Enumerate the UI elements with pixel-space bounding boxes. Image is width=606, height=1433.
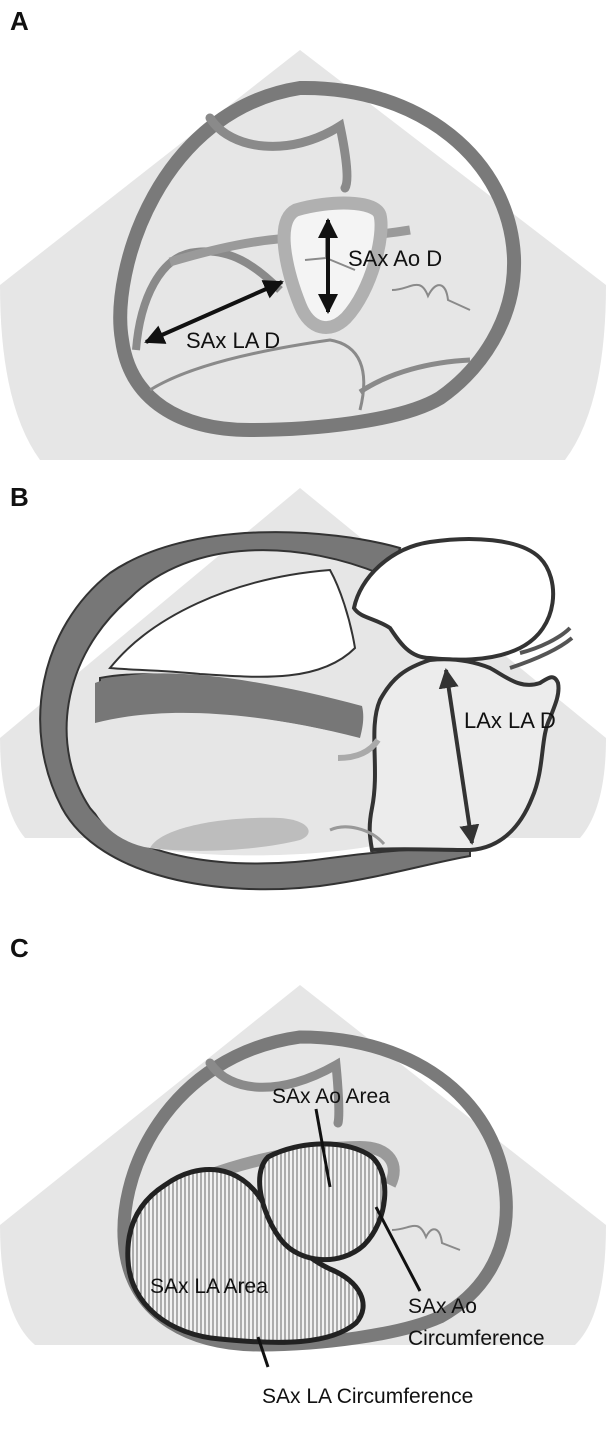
panel-a-diagram: SAx Ao D SAx LA D <box>0 0 606 460</box>
label-sax-ao-area: SAx Ao Area <box>272 1085 390 1108</box>
panel-b: B LAx LA D <box>0 478 606 908</box>
label-lax-la-d: LAx LA D <box>464 708 556 733</box>
label-sax-la-d: SAx LA D <box>186 328 280 353</box>
label-sax-ao-d: SAx Ao D <box>348 246 442 271</box>
label-sax-la-area: SAx LA Area <box>150 1275 268 1298</box>
label-sax-ao-circ-1: SAx Ao <box>408 1295 477 1318</box>
panel-c: C SAx Ao Area SAx LA Area SAx Ao Circumf… <box>0 925 606 1428</box>
panel-a: A SAx Ao D SAx LA D <box>0 0 606 460</box>
panel-b-diagram: LAx LA D <box>0 478 606 908</box>
panel-a-letter: A <box>10 6 29 37</box>
panel-b-letter: B <box>10 482 29 513</box>
label-sax-ao-circ-2: Circumference <box>408 1327 545 1350</box>
panel-c-diagram: SAx Ao Area SAx LA Area SAx Ao Circumfer… <box>0 925 606 1428</box>
panel-c-letter: C <box>10 933 29 964</box>
label-sax-la-circ: SAx LA Circumference <box>262 1385 473 1408</box>
